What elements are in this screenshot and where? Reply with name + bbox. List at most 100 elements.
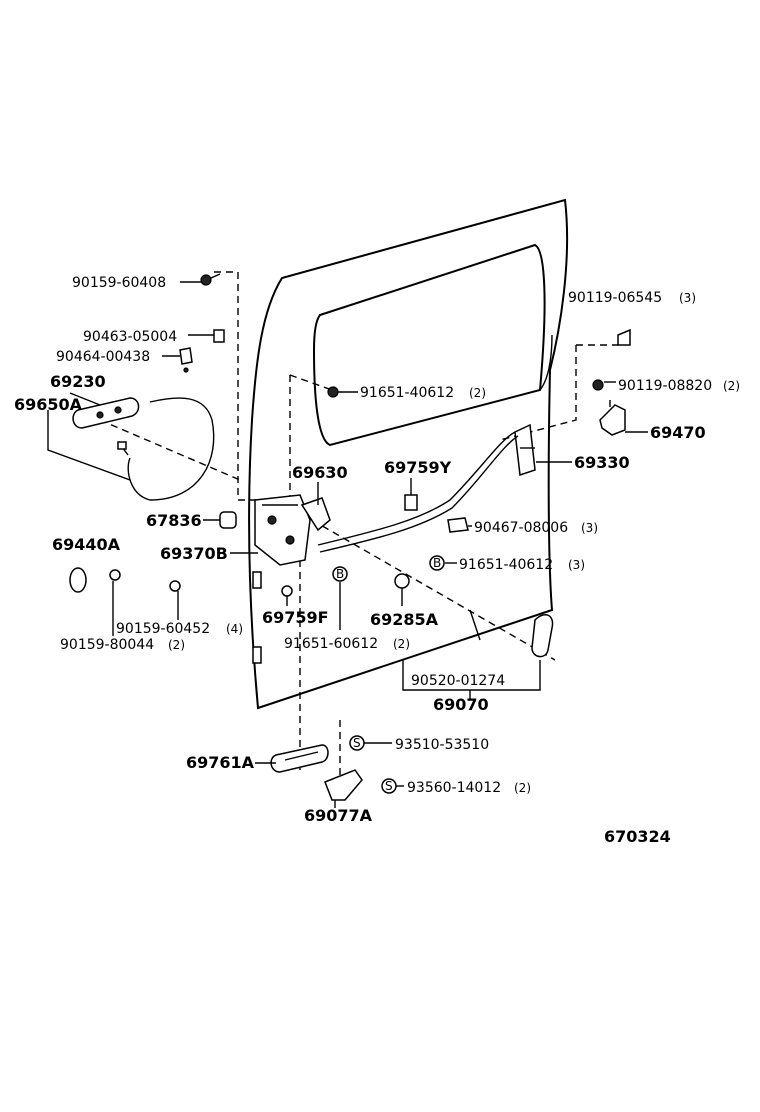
bracket-69470 bbox=[599, 404, 626, 436]
callout-90119-08820: 90119-08820 (2) bbox=[618, 378, 740, 394]
svg-text:69077A: 69077A bbox=[304, 806, 373, 825]
s-marker: S bbox=[381, 778, 397, 794]
callout-69370B: 69370B bbox=[160, 544, 228, 563]
svg-text:S: S bbox=[385, 779, 393, 793]
svg-text:B: B bbox=[336, 567, 344, 581]
clip-69759F bbox=[281, 585, 293, 597]
svg-text:69761A: 69761A bbox=[186, 753, 255, 772]
svg-text:B: B bbox=[433, 556, 441, 570]
svg-text:69230: 69230 bbox=[50, 372, 106, 391]
svg-text:90119-06545: 90119-06545 bbox=[568, 290, 662, 306]
callout-91651-60612: 91651-60612 (2) bbox=[284, 636, 410, 652]
callout-90159-60408: 90159-60408 bbox=[72, 275, 166, 291]
svg-text:90119-08820: 90119-08820 bbox=[618, 378, 712, 394]
outside-handle-69230 bbox=[72, 397, 140, 429]
b-marker: B bbox=[332, 566, 348, 582]
callout-69650A: 69650A bbox=[14, 395, 83, 414]
svg-text:69330: 69330 bbox=[574, 453, 630, 472]
callout-91651-40612: 91651-40612 (3) bbox=[459, 557, 585, 573]
svg-text:91651-40612: 91651-40612 bbox=[459, 557, 553, 573]
callout-90520-01274: 90520-01274 bbox=[411, 673, 505, 689]
inside-handle-69070 bbox=[531, 613, 554, 658]
callout-90464-00438: 90464-00438 bbox=[56, 349, 150, 365]
callout-90467-08006: 90467-08006 (3) bbox=[474, 520, 598, 536]
s-marker: S bbox=[349, 735, 365, 751]
handle-bezel-69761A bbox=[270, 744, 329, 773]
svg-text:(2): (2) bbox=[393, 637, 410, 651]
clamp-90467-08006 bbox=[447, 517, 469, 533]
callout-90159-80044: 90159-80044 (2) bbox=[60, 637, 185, 653]
svg-text:90467-08006: 90467-08006 bbox=[474, 520, 568, 536]
svg-text:(2): (2) bbox=[723, 379, 740, 393]
svg-text:S: S bbox=[353, 736, 361, 750]
rod-guide-69759Y bbox=[404, 494, 418, 511]
svg-text:(2): (2) bbox=[469, 386, 486, 400]
screw-90119-06545 bbox=[617, 328, 631, 346]
callout-69759F: 69759F bbox=[262, 608, 329, 627]
svg-text:69440A: 69440A bbox=[52, 535, 121, 554]
lock-assembly-69370B bbox=[254, 494, 311, 566]
svg-text:69759F: 69759F bbox=[262, 608, 329, 627]
striker-plate-69077A bbox=[324, 769, 363, 801]
svg-text:93560-14012: 93560-14012 bbox=[407, 780, 501, 796]
sliding-door-panel bbox=[248, 198, 569, 710]
svg-text:69370B: 69370B bbox=[160, 544, 228, 563]
callout-69759Y: 69759Y bbox=[384, 458, 452, 477]
assembly-dashed-lines bbox=[99, 271, 618, 780]
b-marker: B bbox=[429, 555, 445, 571]
clip-90463-05004 bbox=[213, 329, 225, 343]
key-cylinder-69440A bbox=[69, 567, 87, 593]
svg-text:90159-60452: 90159-60452 bbox=[116, 621, 210, 637]
callout-69285A: 69285A bbox=[370, 610, 439, 629]
svg-text:69630: 69630 bbox=[292, 463, 348, 482]
svg-text:(2): (2) bbox=[168, 638, 185, 652]
handle-cable bbox=[117, 397, 215, 501]
svg-text:90463-05004: 90463-05004 bbox=[83, 329, 177, 345]
svg-text:90520-01274: 90520-01274 bbox=[411, 673, 505, 689]
svg-text:69470: 69470 bbox=[650, 423, 706, 442]
callout-leaders bbox=[47, 281, 648, 808]
svg-text:(2): (2) bbox=[514, 781, 531, 795]
callout-69761A: 69761A bbox=[186, 753, 255, 772]
clip-90464-00438 bbox=[179, 347, 193, 373]
callout-69077A: 69077A bbox=[304, 806, 373, 825]
callout-93560-14012: 93560-14012 (2) bbox=[407, 780, 531, 796]
callout-69470: 69470 bbox=[650, 423, 706, 442]
diagram-id: 670324 bbox=[604, 827, 671, 846]
callout-69070: 69070 bbox=[433, 695, 489, 714]
svg-text:(3): (3) bbox=[581, 521, 598, 535]
callout-67836: 67836 bbox=[146, 511, 202, 530]
callout-90119-06545: 90119-06545 (3) bbox=[568, 290, 696, 306]
svg-text:91651-60612: 91651-60612 bbox=[284, 636, 378, 652]
striker-69330 bbox=[514, 423, 536, 477]
screw-90159-80044 bbox=[109, 569, 121, 581]
svg-text:69070: 69070 bbox=[433, 695, 489, 714]
lever-69630 bbox=[300, 497, 331, 532]
callout-69230: 69230 bbox=[50, 372, 106, 391]
screw-90159-60408 bbox=[200, 273, 221, 286]
callout-90463-05004: 90463-05004 bbox=[83, 329, 177, 345]
clip-67836 bbox=[219, 511, 237, 529]
service-hole bbox=[252, 646, 262, 664]
service-hole bbox=[252, 571, 262, 589]
callout-91651-40612: 91651-40612 (2) bbox=[360, 385, 486, 401]
callout-69630: 69630 bbox=[292, 463, 348, 482]
svg-text:90464-00438: 90464-00438 bbox=[56, 349, 150, 365]
svg-text:69650A: 69650A bbox=[14, 395, 83, 414]
svg-text:90159-80044: 90159-80044 bbox=[60, 637, 154, 653]
callout-69440A: 69440A bbox=[52, 535, 121, 554]
svg-text:(3): (3) bbox=[568, 558, 585, 572]
svg-text:67836: 67836 bbox=[146, 511, 202, 530]
svg-text:93510-53510: 93510-53510 bbox=[395, 737, 489, 753]
svg-text:(3): (3) bbox=[679, 291, 696, 305]
callout-93510-53510: 93510-53510 bbox=[395, 737, 489, 753]
remote-cable bbox=[317, 431, 519, 553]
screw-90119-08820 bbox=[592, 379, 604, 391]
svg-text:91651-40612: 91651-40612 bbox=[360, 385, 454, 401]
grommet-69285A bbox=[394, 573, 410, 589]
svg-text:90159-60408: 90159-60408 bbox=[72, 275, 166, 291]
svg-text:(4): (4) bbox=[226, 622, 243, 636]
svg-text:69285A: 69285A bbox=[370, 610, 439, 629]
